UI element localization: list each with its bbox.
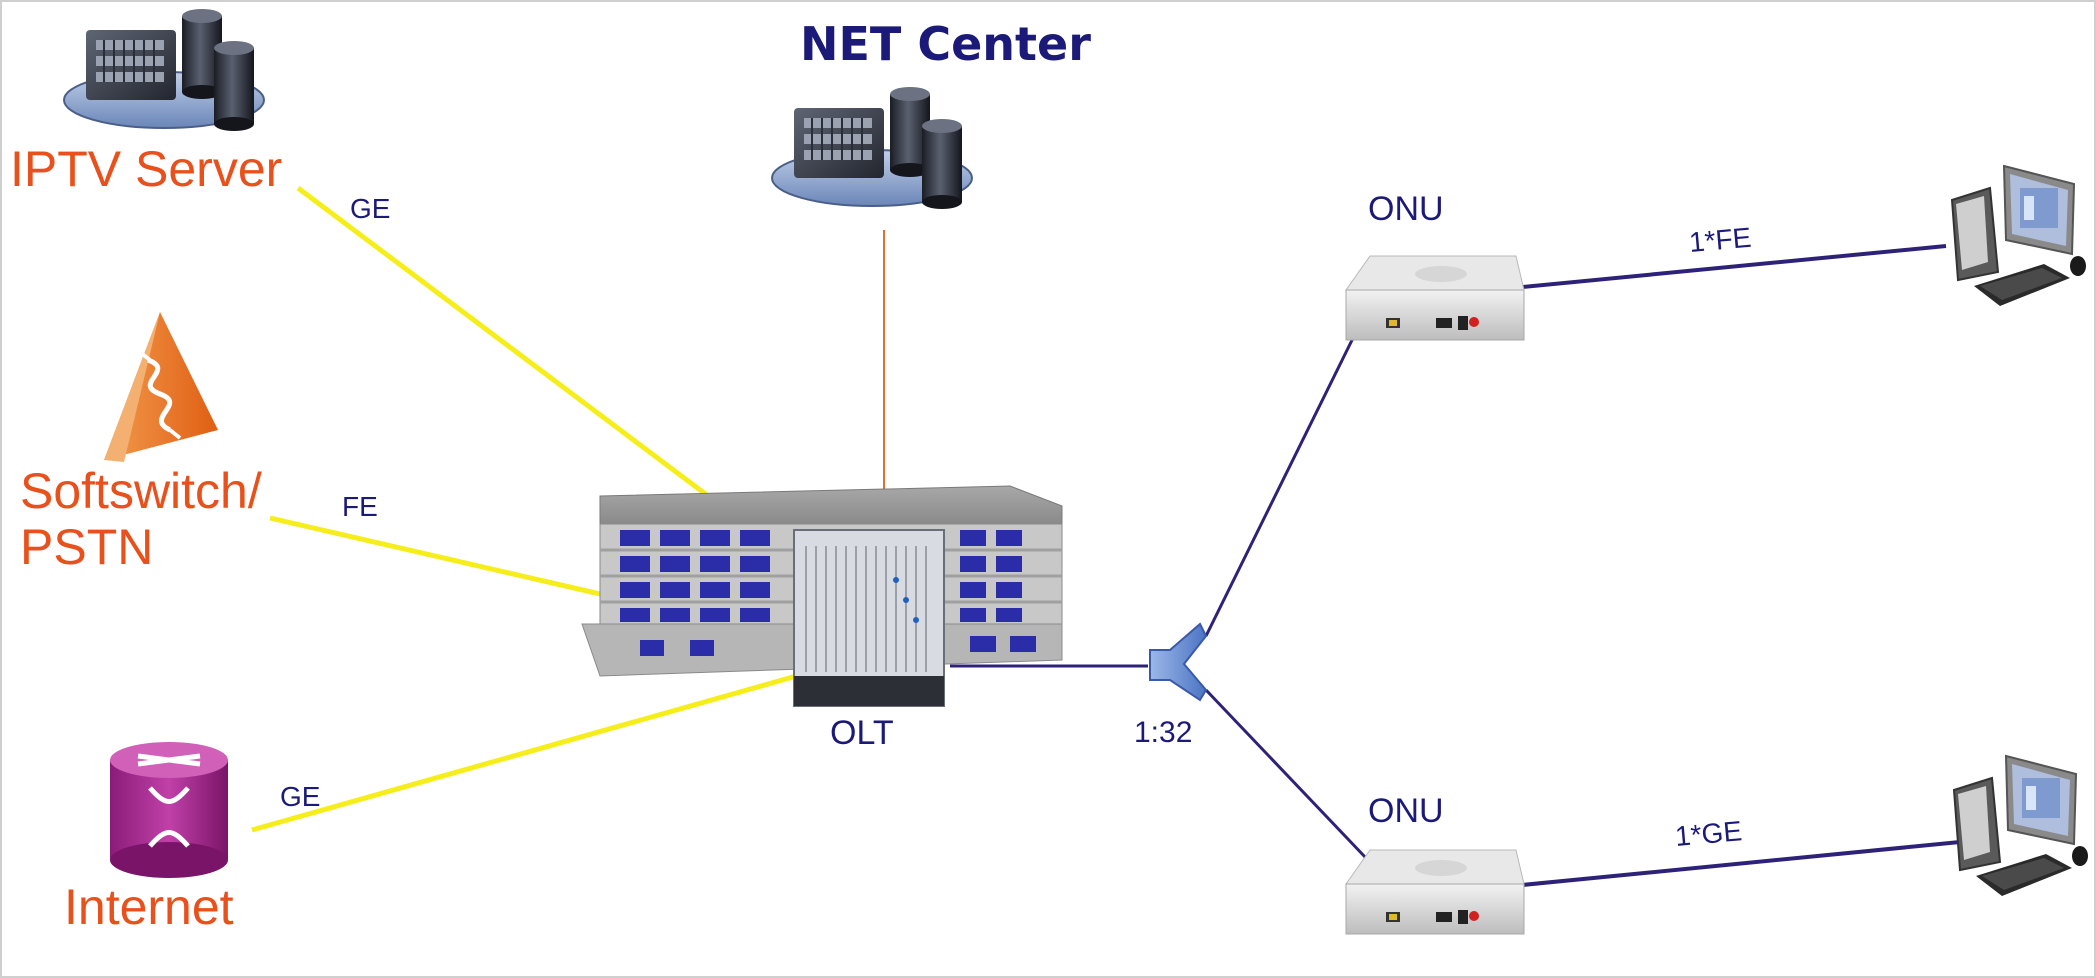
onu-bottom-pc-link-label: 1*GE [1674, 815, 1743, 852]
softswitch-label-line2: PSTN [20, 519, 153, 575]
desktop-computer-icon [1953, 755, 2089, 897]
internet-label: Internet [64, 879, 234, 935]
desktop-computer-icon [1951, 165, 2087, 307]
server-cluster-icon [63, 8, 265, 132]
onu-bottom-pc-line [1511, 840, 1961, 888]
onu-top-pc-link-label: 1*FE [1688, 222, 1753, 258]
internet-link-label: GE [280, 781, 320, 812]
optical-splitter-icon [1149, 622, 1208, 702]
olt-chassis-icon [793, 529, 945, 707]
iptv-server-label: IPTV Server [10, 141, 282, 197]
softswitch-link-label: FE [342, 491, 378, 522]
splitter-onu-bottom-fiber [1204, 688, 1368, 860]
server-cluster-icon [771, 86, 973, 210]
olt-label: OLT [830, 714, 894, 752]
internet-link-line [251, 672, 801, 833]
splitter-onu-top-fiber [1204, 331, 1358, 637]
onu-modem-icon [1345, 255, 1525, 341]
iptv-link-label: GE [350, 193, 390, 224]
link-lines [251, 186, 1961, 888]
onu-modem-icon [1345, 849, 1525, 935]
splitter-ratio-label: 1:32 [1134, 716, 1192, 749]
net-center-label: NET Center [800, 17, 1091, 71]
onu-bottom-label: ONU [1368, 792, 1444, 830]
softswitch-label-line1: Softswitch/ [20, 463, 262, 519]
softswitch-pyramid-icon [104, 312, 218, 462]
router-cylinder-icon [110, 742, 228, 878]
onu-top-label: ONU [1368, 190, 1444, 228]
onu-top-pc-line [1511, 244, 1947, 290]
